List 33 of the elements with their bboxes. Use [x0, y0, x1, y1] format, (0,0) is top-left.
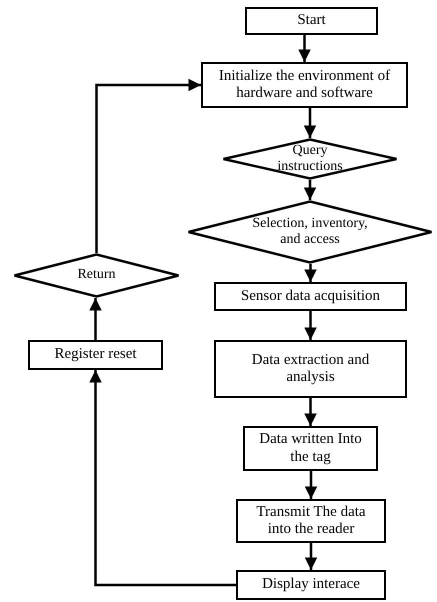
node-text: Data written Into the tag: [258, 431, 363, 466]
arrow: [304, 543, 318, 570]
process-box: [214, 282, 407, 311]
arrow: [304, 311, 317, 340]
node-text: Start: [297, 12, 326, 30]
node-text: Query instructions: [277, 142, 343, 176]
process-box: [245, 7, 378, 35]
arrow: [89, 370, 236, 586]
node-text: Selection, inventory, and access: [251, 216, 369, 248]
node-text: Initialize the environment of hardware and software: [218, 68, 392, 102]
process-box: [236, 570, 386, 600]
decision-diamond: [13, 253, 180, 298]
arrow: [304, 398, 317, 426]
node-text: Data extraction and analysis: [250, 352, 370, 386]
arrow: [304, 471, 318, 499]
decision-diamond: [222, 138, 398, 180]
node-text: Display interace: [262, 576, 360, 594]
arrow: [298, 35, 311, 62]
arrow: [89, 298, 102, 340]
process-box: [201, 62, 408, 108]
node-text: Transmit The data into the reader: [255, 504, 367, 538]
node-text: Sensor data acquisition: [240, 288, 380, 306]
arrow: [304, 264, 317, 282]
node-text: Return: [77, 267, 116, 284]
process-box: [236, 499, 386, 543]
arrow: [95, 78, 201, 253]
process-box: [214, 340, 407, 398]
process-box: [243, 426, 378, 471]
process-box: [28, 340, 163, 370]
decision-diamond: [187, 200, 433, 264]
arrow: [304, 108, 316, 138]
arrow: [304, 180, 316, 200]
node-text: Register reset: [54, 346, 137, 364]
